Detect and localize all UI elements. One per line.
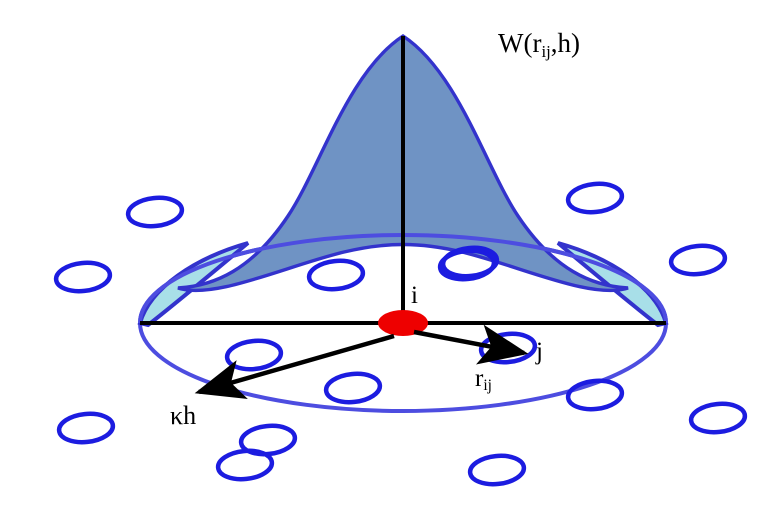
vector-arrows bbox=[194, 324, 529, 400]
particle-5 bbox=[306, 258, 366, 292]
particle-15 bbox=[467, 453, 527, 487]
arrow-kappah bbox=[194, 333, 395, 400]
particle-6 bbox=[215, 448, 275, 482]
kernel-label-head: W(r bbox=[498, 28, 542, 58]
kernel-label: W(rij,h) bbox=[498, 28, 581, 60]
particle-i-label: i bbox=[411, 282, 418, 309]
particle-j-label: j bbox=[536, 338, 543, 365]
center-particle-i bbox=[378, 310, 428, 336]
particle-4 bbox=[238, 423, 298, 457]
arrow-rij bbox=[413, 324, 529, 365]
particle-3 bbox=[224, 338, 284, 372]
particle-0 bbox=[125, 195, 185, 229]
distance-label-head: r bbox=[475, 365, 484, 392]
kernel-label-tail: ,h) bbox=[550, 28, 581, 58]
particle-2 bbox=[56, 411, 116, 445]
particle-8 bbox=[437, 248, 497, 282]
particle-1 bbox=[53, 260, 113, 294]
particle-12 bbox=[668, 243, 728, 277]
kernel-label-subscript: ij bbox=[541, 41, 551, 61]
particle-13 bbox=[565, 378, 625, 412]
particle-14 bbox=[688, 401, 748, 435]
distance-rij-label: rij bbox=[475, 365, 492, 395]
support-radius-label: κh bbox=[170, 401, 197, 430]
distance-label-subscript: ij bbox=[483, 377, 492, 395]
particle-11 bbox=[565, 181, 625, 215]
particle-7 bbox=[440, 245, 500, 279]
particle-9 bbox=[323, 371, 383, 405]
